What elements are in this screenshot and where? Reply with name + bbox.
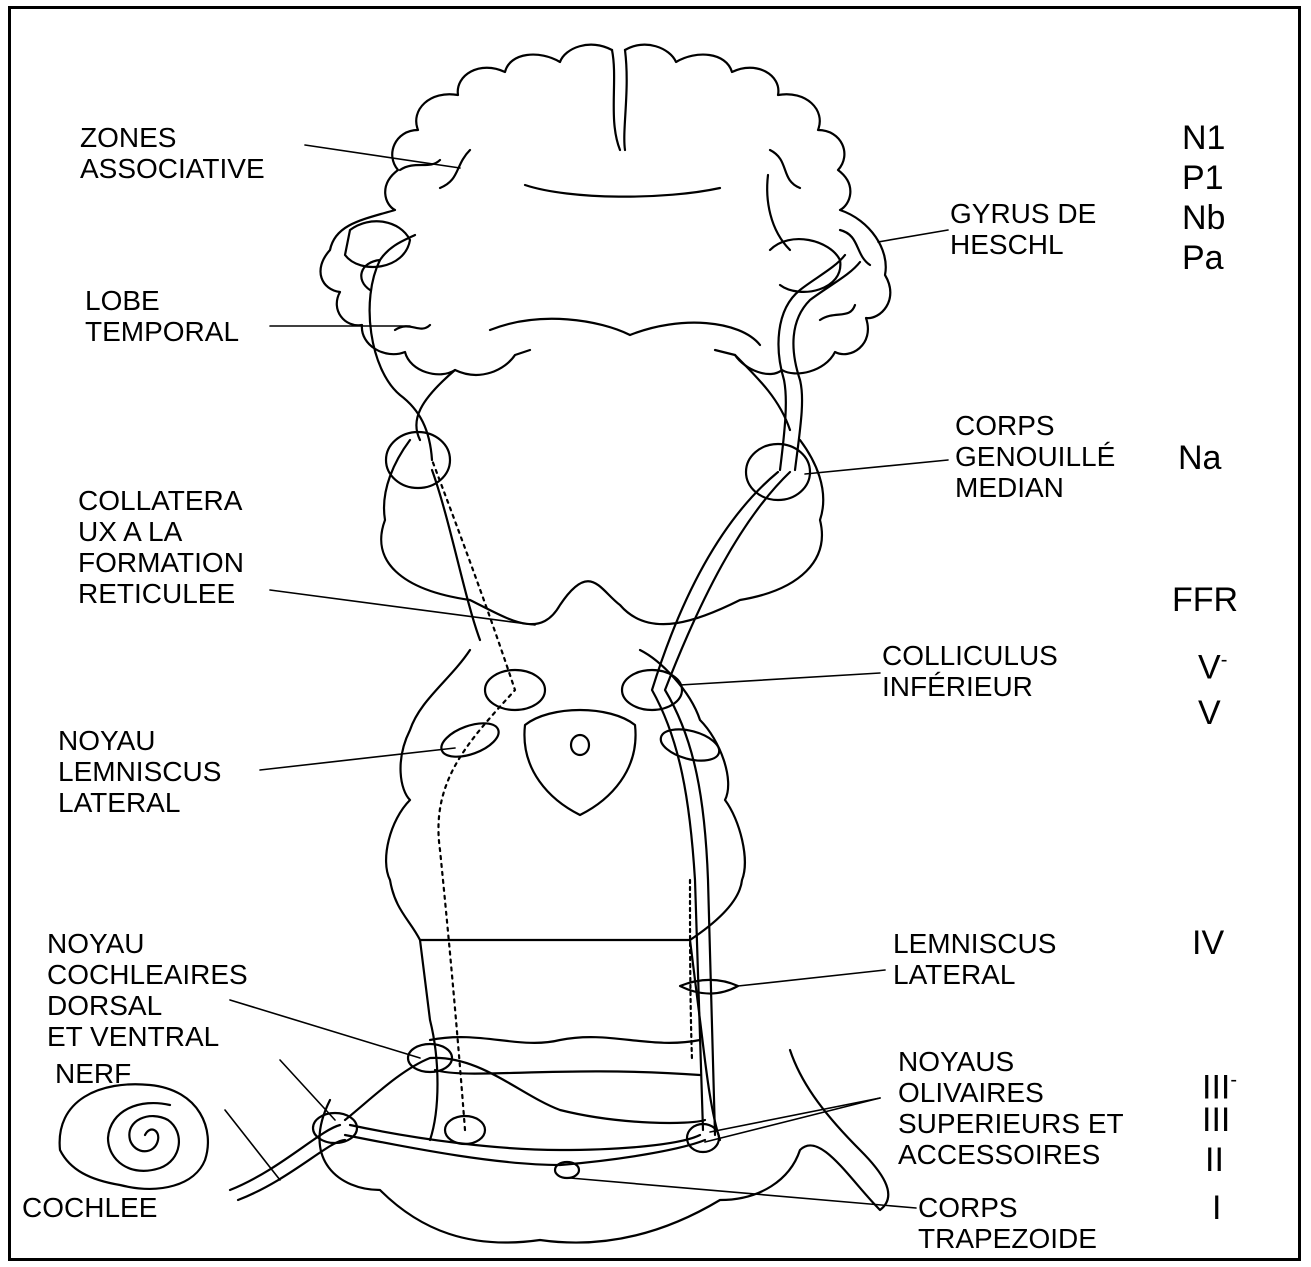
brain-sulci-right bbox=[770, 150, 870, 320]
dorsal-stria bbox=[345, 1058, 705, 1123]
radiation-right-c bbox=[767, 175, 790, 250]
wave-v-neg: V- bbox=[1198, 642, 1227, 685]
wave-ffr: FFR bbox=[1172, 582, 1238, 618]
brainstem-column bbox=[420, 940, 720, 1140]
brain-sulci-left bbox=[361, 150, 470, 330]
thalamus-top bbox=[490, 319, 760, 345]
wave-iii-neg: III- bbox=[1202, 1062, 1237, 1105]
radiation-right-b bbox=[779, 255, 845, 470]
aqueduct bbox=[571, 735, 589, 755]
wave-nb: Nb bbox=[1182, 200, 1225, 236]
lateral-lemniscus-ring bbox=[680, 980, 738, 994]
pathway-right-a bbox=[652, 472, 778, 1130]
wave-n1: N1 bbox=[1182, 120, 1225, 156]
wave-ii: II bbox=[1205, 1142, 1224, 1178]
label-cochlee: COCHLEE bbox=[22, 1192, 157, 1223]
wave-iii: III bbox=[1202, 1102, 1230, 1138]
cochlea-outline bbox=[60, 1084, 208, 1189]
diencephalon bbox=[381, 355, 823, 624]
wave-iv: IV bbox=[1192, 925, 1224, 961]
pathway-right-c bbox=[690, 880, 692, 1060]
auditory-nerve bbox=[230, 1125, 345, 1200]
label-nerf: NERF bbox=[55, 1058, 131, 1089]
wave-i: I bbox=[1212, 1190, 1221, 1226]
temporal-lobe-right bbox=[770, 239, 840, 292]
pons-ridges bbox=[430, 1037, 700, 1075]
wave-p1: P1 bbox=[1182, 160, 1224, 196]
cochlea-spiral bbox=[108, 1103, 179, 1171]
corpus-callosum bbox=[525, 185, 720, 197]
wave-pa: Pa bbox=[1182, 240, 1224, 276]
wave-na: Na bbox=[1178, 440, 1221, 476]
aqueduct-region bbox=[524, 710, 635, 815]
leader-lines bbox=[225, 145, 948, 1208]
pathway-left-main bbox=[432, 460, 515, 1130]
trapezoid-fibers bbox=[345, 1125, 705, 1165]
lateral-lemniscus-nucleus-left bbox=[437, 717, 503, 764]
radiation-right-a bbox=[793, 262, 860, 470]
interhemispheric-fissure bbox=[612, 50, 627, 150]
radiation-left bbox=[370, 235, 432, 460]
wave-v: V bbox=[1198, 695, 1221, 731]
